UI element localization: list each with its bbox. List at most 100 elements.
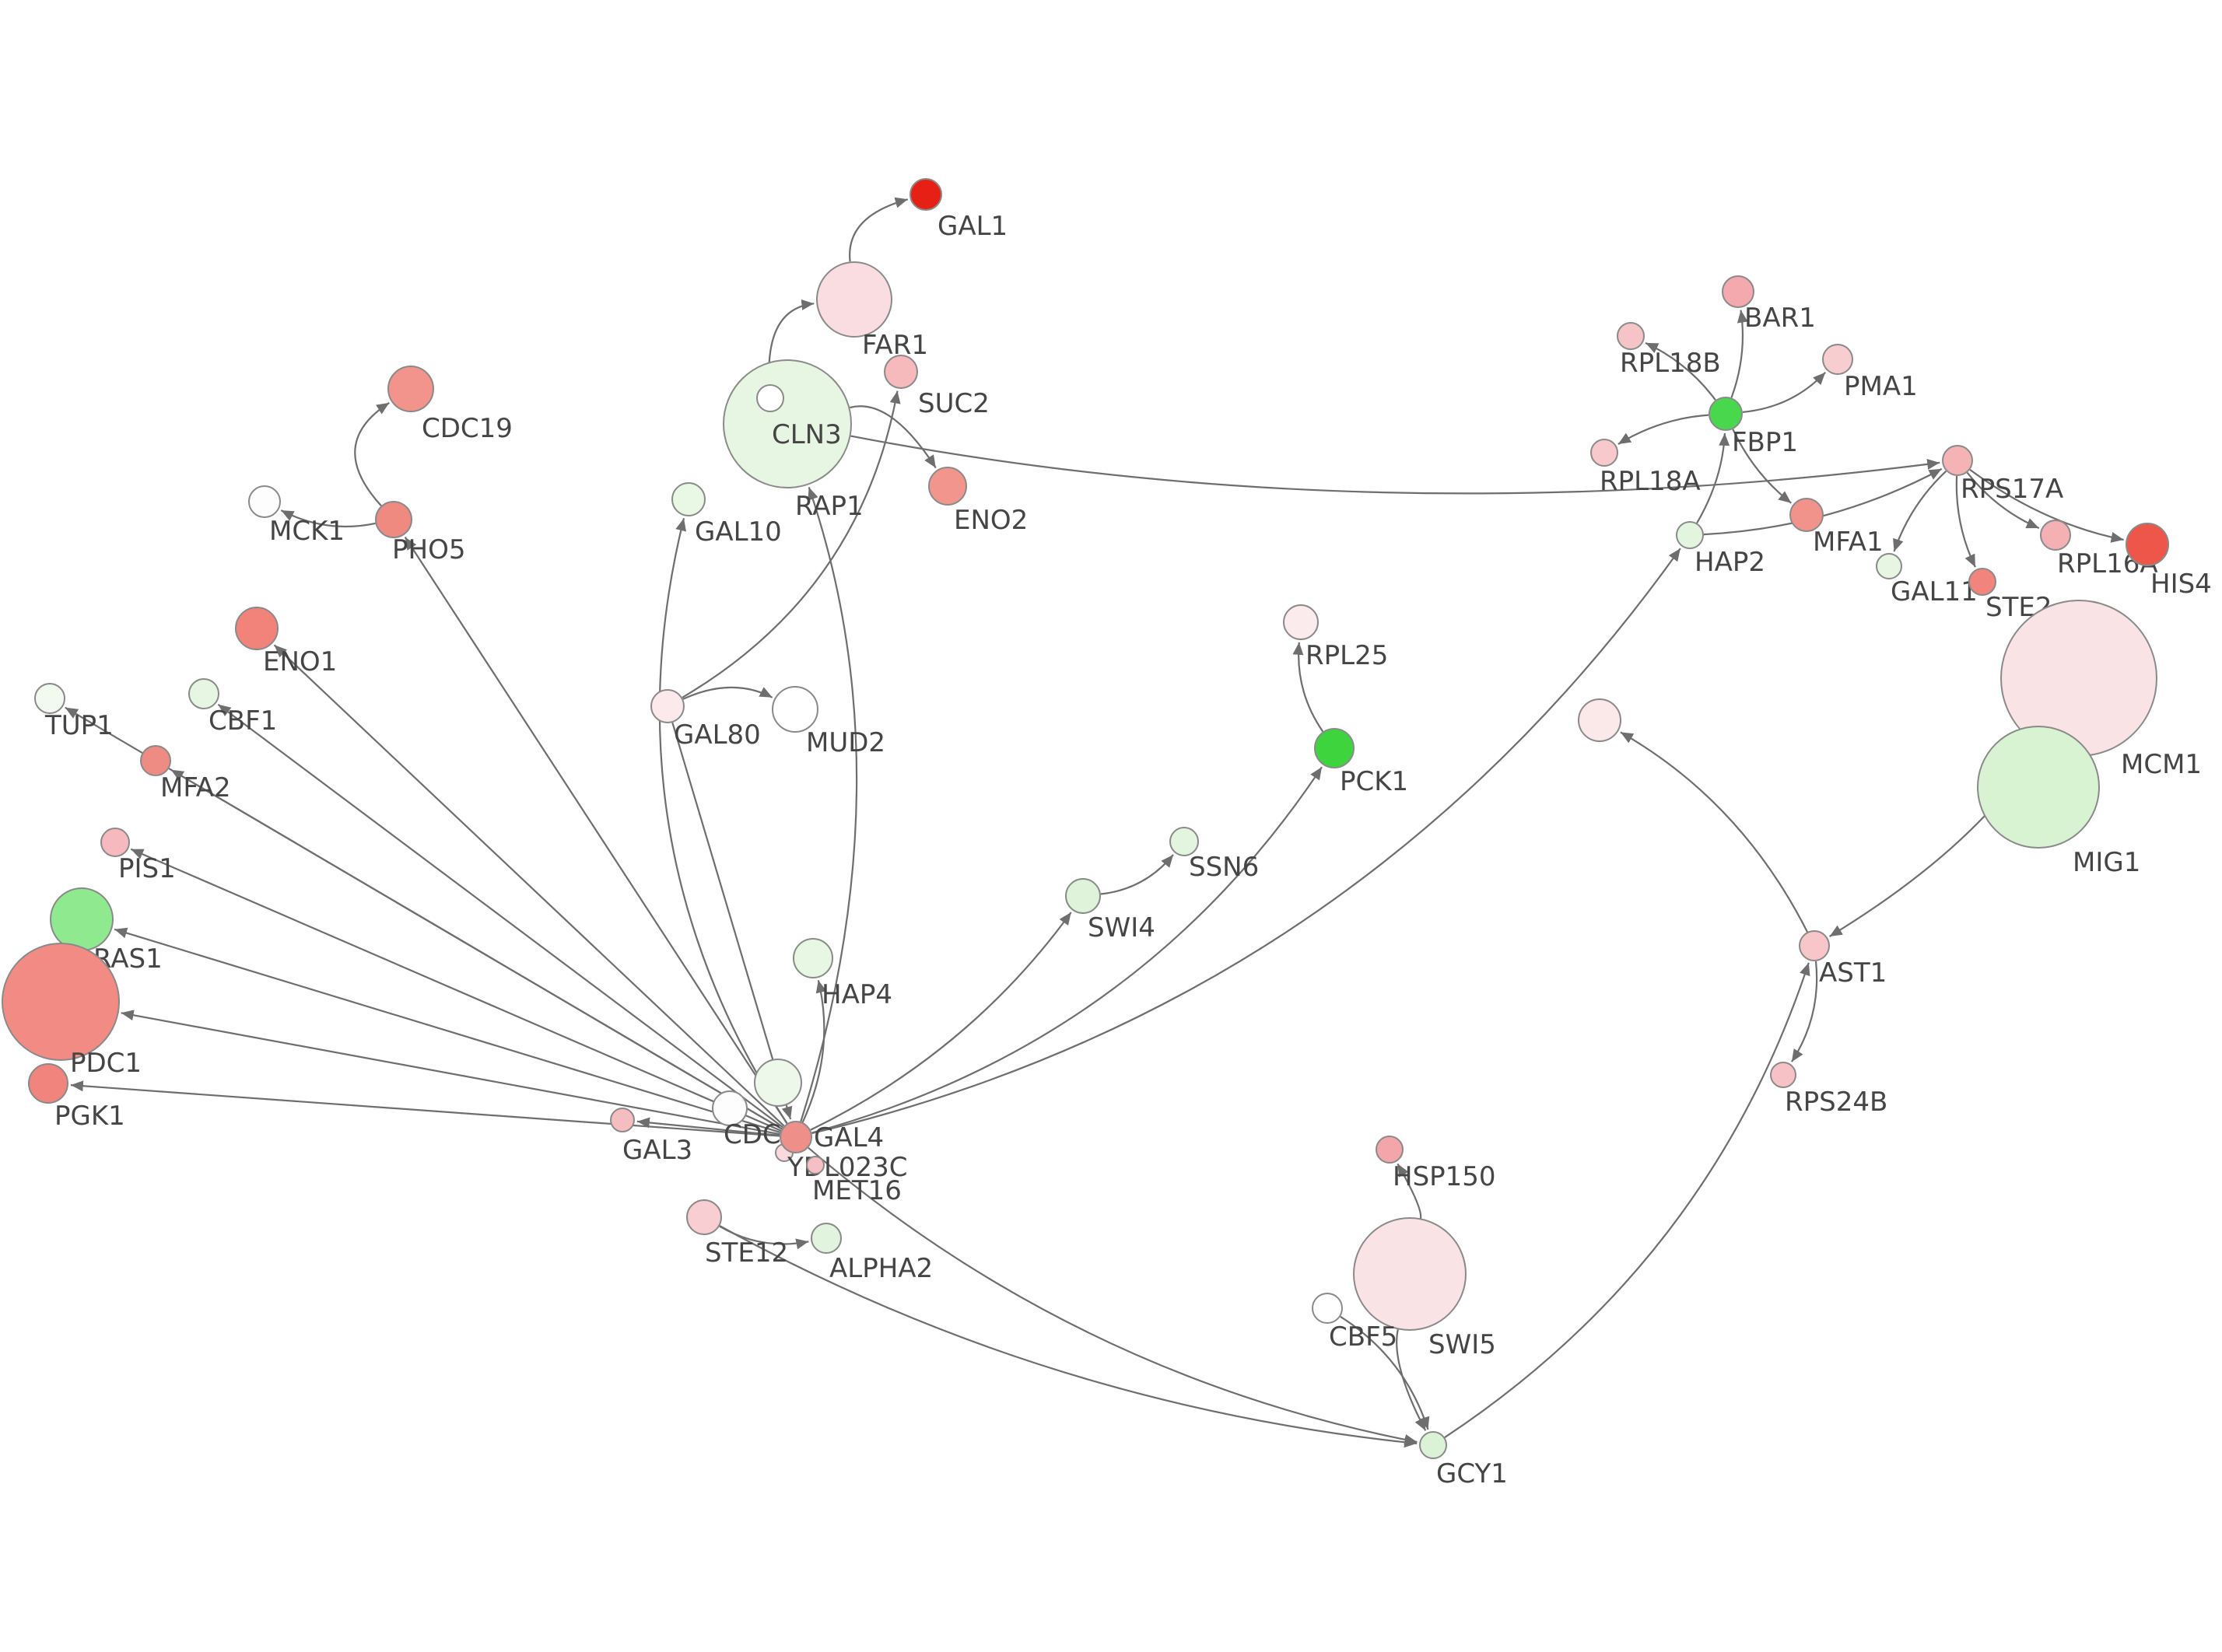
node-cdc19[interactable]: CDC19 bbox=[387, 366, 513, 444]
node-circle-hsp150[interactable] bbox=[1376, 1136, 1404, 1164]
node-circle-mfa1[interactable] bbox=[1789, 498, 1824, 532]
edge-rps17a-ste2 bbox=[1955, 475, 1976, 568]
edge-ast1-rps24b bbox=[1790, 961, 1818, 1062]
node-circle-eno2[interactable] bbox=[928, 467, 967, 506]
node-swi5[interactable]: SWI5 bbox=[1353, 1217, 1496, 1360]
node-circle-cbf5[interactable] bbox=[1312, 1293, 1343, 1324]
node-circle-fbp1[interactable] bbox=[1709, 397, 1743, 431]
node-circle-cdc6[interactable] bbox=[712, 1090, 748, 1126]
node-circle-rap1[interactable] bbox=[723, 359, 852, 488]
node-his4[interactable]: HIS4 bbox=[2126, 523, 2212, 600]
node-circle-swi5[interactable] bbox=[1353, 1217, 1467, 1331]
node-pck1[interactable]: PCK1 bbox=[1314, 728, 1408, 797]
node-cbf1[interactable]: CBF1 bbox=[188, 678, 277, 737]
node-circle-ssn6[interactable] bbox=[1169, 827, 1199, 856]
node-rap1[interactable]: RAP1 bbox=[723, 359, 864, 522]
node-rps17a[interactable]: RPS17A bbox=[1942, 445, 2063, 505]
node-circle-ras1[interactable] bbox=[50, 887, 114, 951]
node-mfa1[interactable]: MFA1 bbox=[1789, 498, 1884, 558]
node-eno2[interactable]: ENO2 bbox=[928, 467, 1028, 536]
node-circle-mfa2[interactable] bbox=[140, 745, 171, 776]
node-pho5[interactable]: PHO5 bbox=[375, 501, 465, 565]
node-label-eno2: ENO2 bbox=[954, 505, 1028, 536]
node-circle-pis1[interactable] bbox=[100, 828, 130, 857]
node-mfa2[interactable]: MFA2 bbox=[140, 745, 231, 803]
node-hsp150[interactable]: HSP150 bbox=[1376, 1136, 1496, 1192]
node-pgk1[interactable]: PGK1 bbox=[28, 1063, 125, 1132]
node-circle-rpl25[interactable] bbox=[1283, 604, 1319, 640]
node-circle-pma1[interactable] bbox=[1822, 344, 1853, 375]
edge-gal80-mud2 bbox=[682, 686, 773, 700]
node-mud2[interactable]: MUD2 bbox=[772, 686, 885, 758]
node-circle-rps17a[interactable] bbox=[1942, 445, 1973, 476]
node-circle-mud2[interactable] bbox=[772, 686, 818, 733]
node-circle-cbf1[interactable] bbox=[188, 678, 219, 709]
node-ssn6[interactable]: SSN6 bbox=[1169, 827, 1259, 883]
node-node1[interactable] bbox=[754, 1059, 802, 1107]
node-circle-ast1[interactable] bbox=[1799, 930, 1830, 961]
node-label-rpl18a: RPL18A bbox=[1600, 466, 1701, 497]
node-alpha2[interactable]: ALPHA2 bbox=[811, 1223, 933, 1284]
node-pma1[interactable]: PMA1 bbox=[1822, 344, 1918, 402]
node-circle-bar1[interactable] bbox=[1722, 275, 1754, 308]
node-circle-cln3[interactable] bbox=[756, 384, 784, 412]
node-circle-gal1[interactable] bbox=[909, 178, 942, 211]
edge-rps17a-gal11 bbox=[1893, 470, 1947, 552]
node-circle-met16[interactable] bbox=[806, 1156, 825, 1174]
node-circle-ste2[interactable] bbox=[1968, 568, 1996, 596]
node-circle-tup1[interactable] bbox=[34, 683, 65, 714]
node-circle-far1[interactable] bbox=[816, 261, 892, 338]
node-circle-eno1[interactable] bbox=[235, 607, 279, 650]
node-circle-his4[interactable] bbox=[2126, 523, 2169, 566]
node-mck1[interactable]: MCK1 bbox=[248, 485, 345, 547]
node-circle-hap4[interactable] bbox=[793, 938, 833, 978]
node-circle-pck1[interactable] bbox=[1314, 728, 1355, 768]
node-swi4[interactable]: SWI4 bbox=[1065, 878, 1155, 943]
node-circle-gal4[interactable] bbox=[780, 1121, 812, 1153]
node-circle-pgk1[interactable] bbox=[28, 1063, 68, 1104]
node-bar1[interactable]: BAR1 bbox=[1722, 275, 1816, 334]
node-circle-rpl16a[interactable] bbox=[2040, 520, 2071, 551]
node-circle-rpl18b[interactable] bbox=[1617, 322, 1645, 350]
node-rps24b[interactable]: RPS24B bbox=[1770, 1062, 1887, 1118]
node-circle-gcy1[interactable] bbox=[1419, 1431, 1447, 1459]
node-label-hsp150: HSP150 bbox=[1393, 1161, 1496, 1192]
node-gal3[interactable]: GAL3 bbox=[610, 1108, 692, 1166]
node-circle-suc2[interactable] bbox=[884, 355, 918, 389]
node-pdc1[interactable]: PDC1 bbox=[2, 943, 142, 1079]
node-eno1[interactable]: ENO1 bbox=[235, 607, 337, 677]
node-circle-rpl18a[interactable] bbox=[1590, 439, 1618, 467]
node-mig1[interactable]: MIG1 bbox=[1977, 726, 2140, 878]
node-circle-gal3[interactable] bbox=[610, 1108, 635, 1132]
node-circle-alpha2[interactable] bbox=[811, 1223, 842, 1254]
edge-gal4-pdc1 bbox=[121, 1010, 780, 1136]
node-circle-pho5[interactable] bbox=[375, 501, 412, 538]
node-circle-pdc1[interactable] bbox=[2, 943, 120, 1061]
node-circle-gal80[interactable] bbox=[650, 689, 685, 723]
node-circle-ste12[interactable] bbox=[686, 1199, 722, 1235]
node-circle-node1[interactable] bbox=[754, 1059, 802, 1107]
node-circle-gal10[interactable] bbox=[671, 482, 706, 516]
node-ast1[interactable]: AST1 bbox=[1799, 930, 1887, 989]
node-circle-swi4[interactable] bbox=[1065, 878, 1101, 914]
edge-hap2-fbp1 bbox=[1696, 432, 1730, 524]
node-rpl18b[interactable]: RPL18B bbox=[1617, 322, 1721, 379]
node-circle-node2[interactable] bbox=[1578, 698, 1621, 742]
node-circle-mig1[interactable] bbox=[1977, 726, 2100, 849]
node-gcy1[interactable]: GCY1 bbox=[1419, 1431, 1508, 1489]
node-gal11[interactable]: GAL11 bbox=[1876, 553, 1978, 607]
node-pis1[interactable]: PIS1 bbox=[100, 828, 176, 884]
node-met16[interactable]: MET16 bbox=[806, 1156, 902, 1206]
node-gal1[interactable]: GAL1 bbox=[909, 178, 1008, 242]
node-circle-mck1[interactable] bbox=[248, 485, 281, 518]
node-circle-rps24b[interactable] bbox=[1770, 1062, 1796, 1088]
node-node2[interactable] bbox=[1578, 698, 1621, 742]
node-far1[interactable]: FAR1 bbox=[816, 261, 928, 361]
node-circle-gal11[interactable] bbox=[1876, 553, 1902, 579]
node-gal80[interactable]: GAL80 bbox=[650, 689, 761, 751]
node-circle-hap2[interactable] bbox=[1676, 521, 1704, 549]
node-suc2[interactable]: SUC2 bbox=[884, 355, 990, 419]
node-gal10[interactable]: GAL10 bbox=[671, 482, 782, 548]
node-label-gal80: GAL80 bbox=[674, 719, 761, 751]
node-circle-cdc19[interactable] bbox=[387, 366, 434, 412]
